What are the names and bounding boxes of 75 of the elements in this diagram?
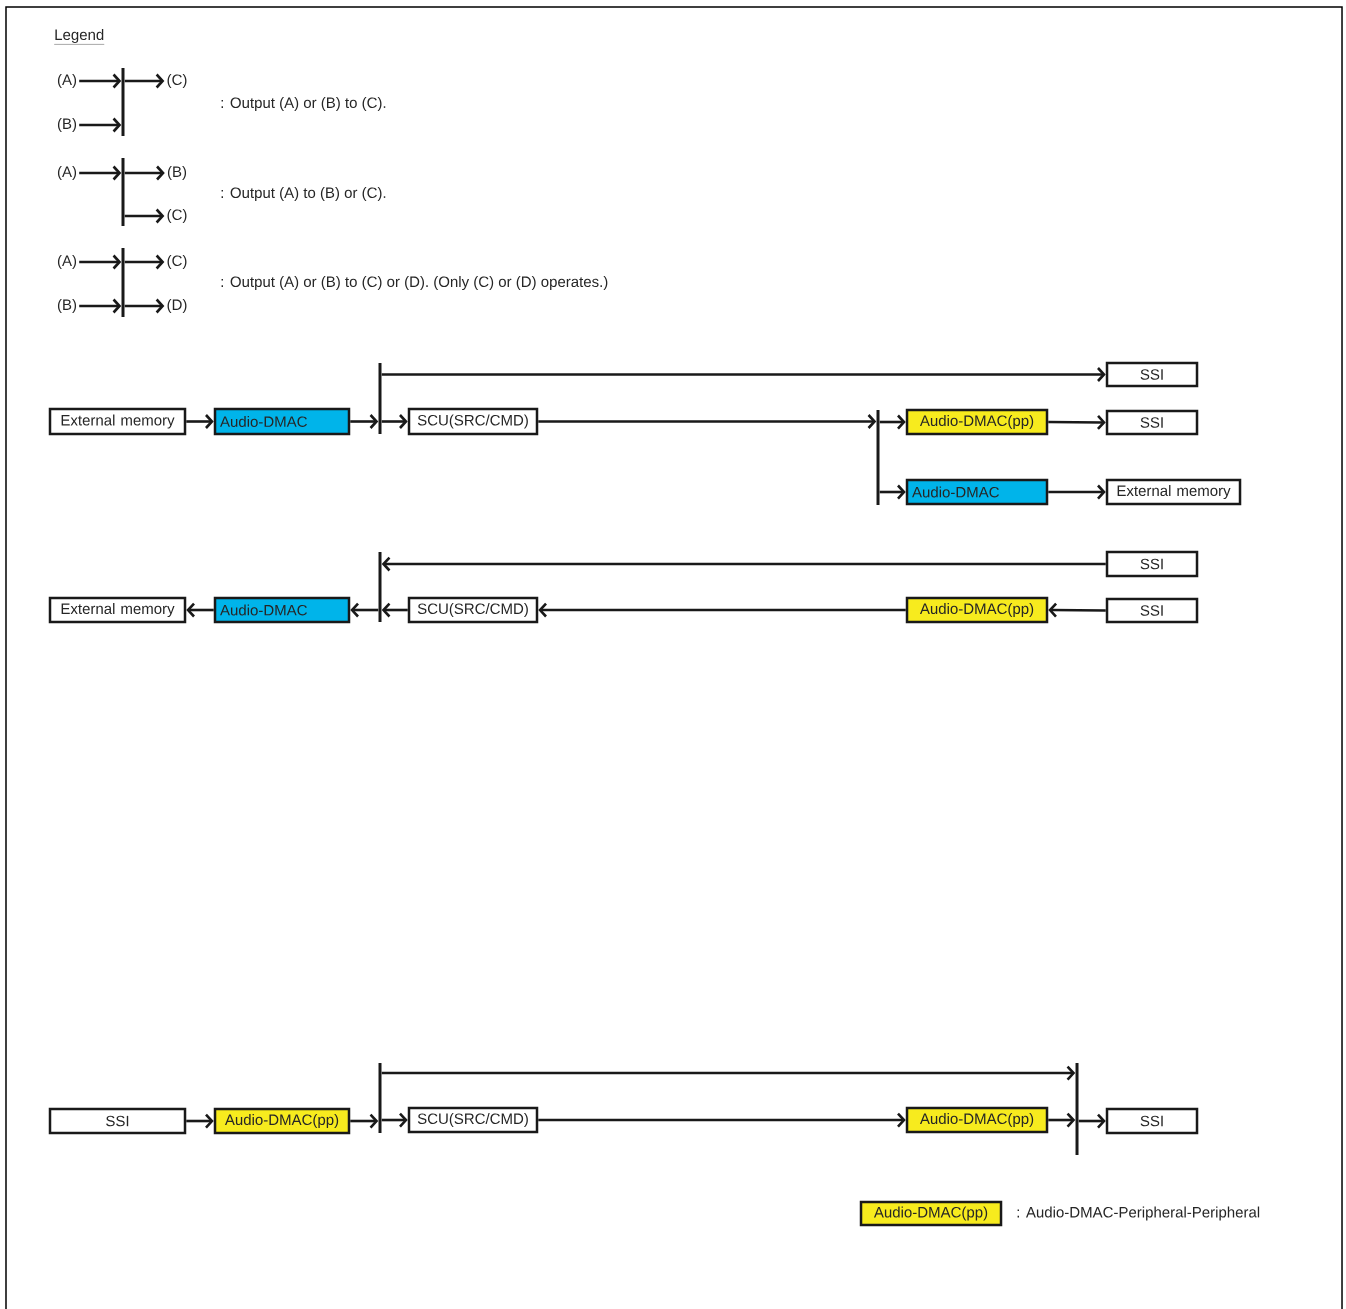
port-label: (D) [167,299,187,313]
arrow [538,414,877,429]
arrow [186,602,214,618]
arrow [538,602,906,618]
arrow [381,556,1106,572]
module-box: Audio-DMAC(pp) [905,408,1049,436]
arrow [79,73,122,89]
arrow [381,1112,408,1128]
arrow [79,117,122,133]
arrow [381,367,1106,382]
arrow [1048,415,1106,430]
arrow [1048,602,1106,618]
module-box: SCU(SRC/CMD) [407,407,539,436]
arrow [186,1113,214,1129]
port-label: (A) [57,74,77,88]
module-box: Audio-DMAC(pp) [859,1200,1003,1227]
arrow [879,414,906,430]
arrow [79,298,122,314]
arrow [381,602,408,618]
port-label: (A) [57,255,77,269]
arrow [350,1113,379,1129]
module-box: External memory [48,596,187,624]
switch-bar [876,410,880,505]
arrow [124,208,165,224]
switch-bar [121,158,125,226]
module-box: Audio-DMAC(pp) [213,1107,351,1135]
module-box: SSI [1105,597,1199,624]
port-label: (B) [57,118,77,132]
module-box: External memory [48,407,187,436]
module-box: SSI [48,1107,187,1135]
module-box: Audio-DMAC(pp) [905,1106,1049,1134]
port-label: (C) [167,255,187,269]
arrow [350,602,379,618]
arrow [186,414,214,429]
port-label: (C) [167,209,187,223]
module-box: Audio-DMAC(pp) [905,596,1049,624]
arrow [124,298,165,314]
port-label: (B) [57,299,77,313]
arrow [1048,1112,1076,1128]
arrow [79,165,122,181]
module-box: Audio-DMAC [213,596,351,624]
arrow [124,254,165,270]
switch-bar [378,1063,382,1133]
switch-bar [121,248,125,317]
arrow [124,73,165,89]
arrow [879,484,906,500]
port-label: (A) [57,166,77,180]
legend-heading: Legend [54,29,105,45]
module-box: SCU(SRC/CMD) [407,1106,539,1134]
port-label: (B) [167,166,187,180]
arrow [350,414,379,429]
arrow [538,1112,906,1128]
switch-bar [121,68,125,136]
legend-description: : Output (A) or (B) to (C) or (D). (Only (C) or (D) operates.) [221,276,608,290]
arrow [1048,484,1106,500]
switch-bar [1075,1063,1079,1155]
module-box: SCU(SRC/CMD) [407,596,539,624]
module-box: SSI [1105,361,1199,388]
module-box: SSI [1105,1107,1199,1135]
module-box: SSI [1105,409,1199,436]
arrow [1078,1113,1106,1129]
legend-description: : Output (A) or (B) to (C). [221,97,386,111]
legend-description: : Output (A) to (B) or (C). [221,187,386,201]
module-box: SSI [1105,550,1199,578]
arrow [381,1065,1076,1081]
description-text: : Audio-DMAC-Peripheral-Peripheral [1017,1206,1260,1221]
arrow [124,165,165,181]
port-label: (C) [167,74,187,88]
arrow [381,414,408,429]
switch-bar [378,363,382,434]
arrow [79,254,122,270]
module-box: External memory [1105,478,1242,506]
module-box: Audio-DMAC [213,407,351,436]
module-box: Audio-DMAC [905,478,1049,506]
switch-bar [378,552,382,622]
